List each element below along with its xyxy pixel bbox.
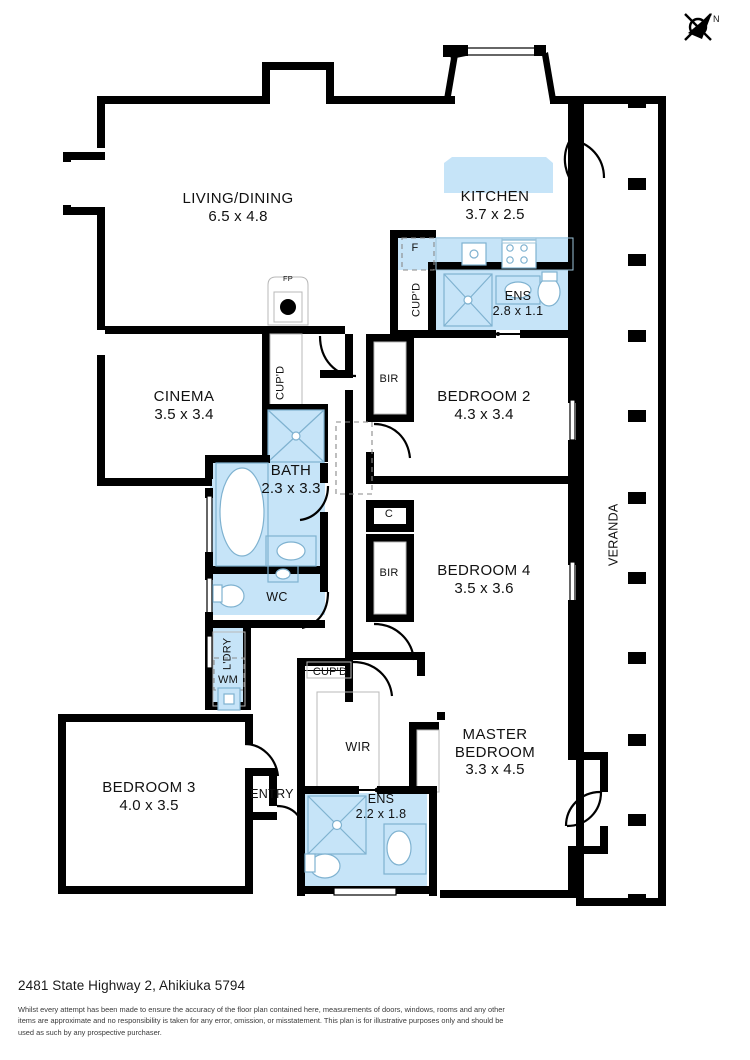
label-c-linen: C: [384, 508, 394, 520]
room-name: BEDROOM 3: [102, 779, 196, 796]
room-name: ENS: [367, 792, 395, 806]
room-name: BEDROOM 4: [437, 562, 531, 579]
room-dimensions: 2.8 x 1.1: [492, 303, 544, 318]
room-dimensions: 4.0 x 3.5: [119, 796, 179, 814]
room-dimensions: 2.2 x 1.8: [355, 806, 407, 821]
compass-icon: [684, 13, 712, 41]
room-dimensions: 3.7 x 2.5: [465, 205, 525, 223]
label-fp: FP: [283, 274, 293, 283]
room-name: ENS: [504, 289, 532, 303]
label-f-fridge: F: [411, 242, 419, 254]
room-dimensions: 2.3 x 3.3: [261, 479, 321, 497]
label-veranda: VERANDA: [606, 503, 621, 567]
label-cupd-kitchen: CUP'D: [410, 282, 423, 318]
room-name: LIVING/DINING: [182, 190, 294, 207]
label-bir-bed4: BIR: [379, 567, 399, 579]
property-address: 2481 State Highway 2, Ahikiuka 5794: [18, 978, 246, 993]
label-wm: WM: [218, 674, 238, 686]
plan-footer: 2481 State Highway 2, Ahikiuka 5794 Whil…: [18, 978, 518, 1038]
room-name: BEDROOM 2: [437, 388, 531, 405]
label-wir: WIR: [345, 740, 371, 754]
room-dimensions: 4.3 x 3.4: [454, 405, 514, 423]
label-wc: WC: [266, 590, 288, 604]
label-bir-bed2: BIR: [379, 373, 399, 385]
room-name: BATH: [270, 462, 312, 479]
room-name: BEDROOM: [454, 743, 536, 761]
room-dimensions: 3.5 x 3.4: [154, 405, 214, 423]
label-cupd-wir: CUP'D: [312, 666, 348, 678]
room-dimensions: 6.5 x 4.8: [208, 207, 268, 225]
label-entry: ENTRY: [250, 787, 294, 801]
room-dimensions: 3.5 x 3.6: [454, 579, 514, 597]
compass-north-label: N: [713, 14, 720, 24]
room-name: MASTER: [462, 726, 528, 743]
room-dimensions: 3.3 x 4.5: [465, 761, 525, 779]
disclaimer-text: Whilst every attempt has been made to en…: [18, 1005, 505, 1037]
room-name: KITCHEN: [460, 188, 530, 205]
room-name: CINEMA: [153, 388, 215, 405]
label-cupd-fp: CUP'D: [274, 365, 287, 401]
